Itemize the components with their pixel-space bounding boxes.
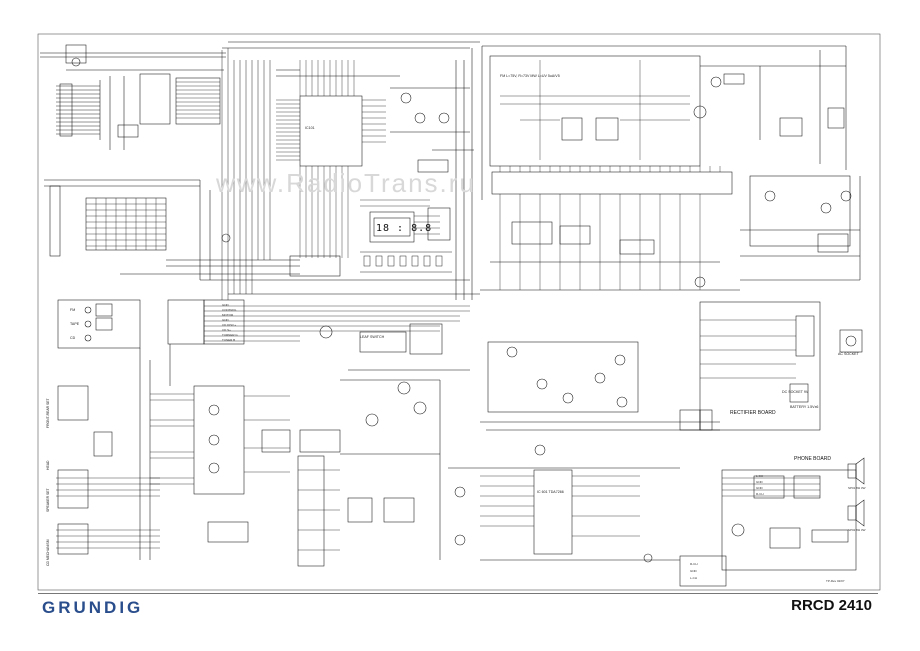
leaf-switch-label: LEAF SWITCH [360, 335, 385, 339]
mode-label-fm: FM [70, 308, 76, 312]
left-side-label: SPEAKER SET [46, 488, 50, 512]
model-number: RRCD 2410 [791, 597, 872, 614]
left-side-label: CD MECHANISM [46, 539, 50, 566]
connector-row: MOTOR [222, 313, 234, 317]
phone-row: GND [756, 480, 763, 484]
bottom-connector-row: R-CH [690, 562, 698, 566]
dc-socket-label: DC SOCKET 9V [782, 390, 809, 394]
speaker-label: SP01 8Ω 3W [848, 486, 866, 490]
amp-ic-label: IC 601 TDA7266 [537, 490, 564, 494]
bottom-connector-row: L-CH [690, 576, 698, 580]
connector-row: GND [222, 303, 229, 307]
connector-row: TURNER G [222, 333, 238, 337]
phone-row: R-CH [756, 492, 764, 496]
bottom-connector-row: GND [690, 569, 697, 573]
left-side-label: HEAD [46, 460, 50, 470]
left-side-label: FRONT-REAR SET [46, 398, 50, 428]
footer-divider [38, 593, 878, 594]
connector-row: CONTROL [222, 308, 237, 312]
brand-logo: GRUNDIG [42, 598, 144, 617]
battery-label: BATTERY 1.5Vx6 [790, 405, 819, 409]
connector-row: TUNER B [222, 338, 236, 342]
connector-row: GND [222, 318, 229, 322]
lcd-display-digits: 18 : 8.8 [376, 223, 433, 234]
tuner-spec-label: FM L=75V, R=73V MW L=UV 5uA/V5 [500, 74, 560, 78]
connector-row: CD S+ [222, 328, 231, 332]
watermark-text: www.RadioTrans.ru [216, 168, 476, 198]
phone-row: L-CH [756, 474, 764, 478]
revision-note: TP-Rev 02/07 [826, 579, 845, 583]
mode-label-tape: TAPE [70, 322, 80, 326]
speaker-label: SP02 8Ω 3W [848, 528, 866, 532]
mcu-ic-label: IC101 [305, 126, 315, 130]
connector-row: CD DISC+ [222, 323, 237, 327]
rectifier-board-label: RECTIFIER BOARD [730, 410, 776, 416]
ac-socket-label: AC SOCKET [838, 352, 859, 356]
phone-row: GND [756, 486, 763, 490]
mode-label-cd: CD [70, 336, 76, 340]
phone-board-label: PHONE BOARD [794, 456, 831, 462]
